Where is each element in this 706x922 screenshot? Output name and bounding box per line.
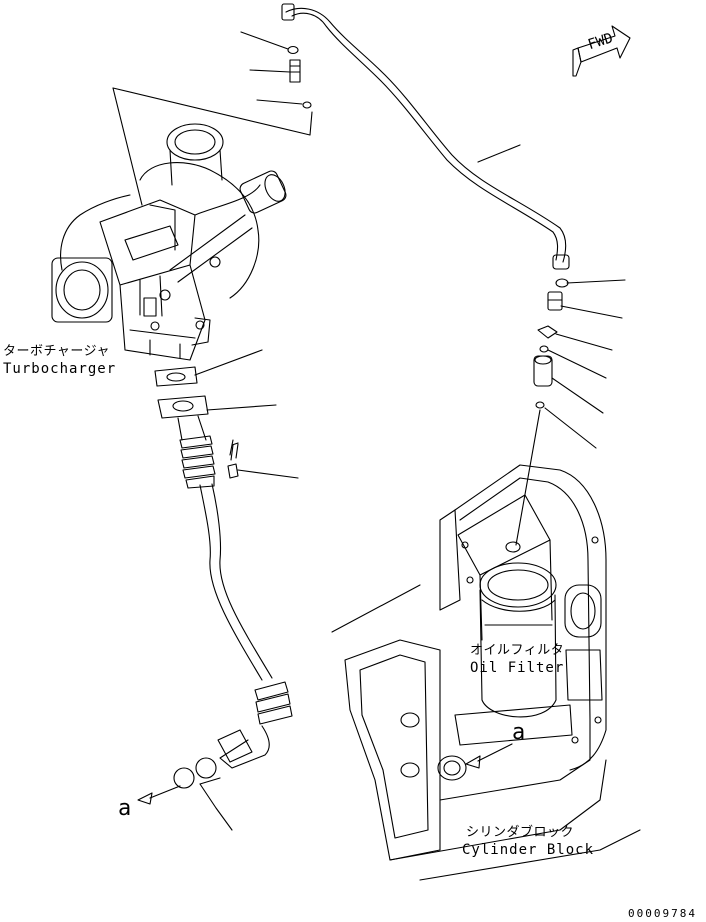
oil-supply-tube: [281, 3, 570, 270]
fwd-arrow: [572, 25, 631, 77]
reference-a-right: a: [512, 720, 526, 745]
right-fitting-group: [515, 278, 626, 546]
cylinder-block-label-jp: シリンダブロック: [466, 825, 575, 840]
turbocharger-drawing: [51, 123, 287, 361]
reference-a-left: a: [118, 796, 132, 821]
drain-line: [137, 349, 299, 831]
document-number: 00009784: [628, 907, 697, 920]
oil-filter-label-en: Oil Filter: [470, 660, 565, 676]
turbocharger-label-jp: ターボチャージャ: [3, 344, 110, 359]
cylinder-block-drawing: [331, 464, 641, 881]
oil-filter-label-jp: オイルフィルタ: [470, 643, 565, 658]
turbocharger-label-en: Turbocharger: [3, 361, 117, 377]
top-fitting-group: [112, 31, 313, 206]
cylinder-block-label-en: Cylinder Block: [462, 842, 595, 858]
